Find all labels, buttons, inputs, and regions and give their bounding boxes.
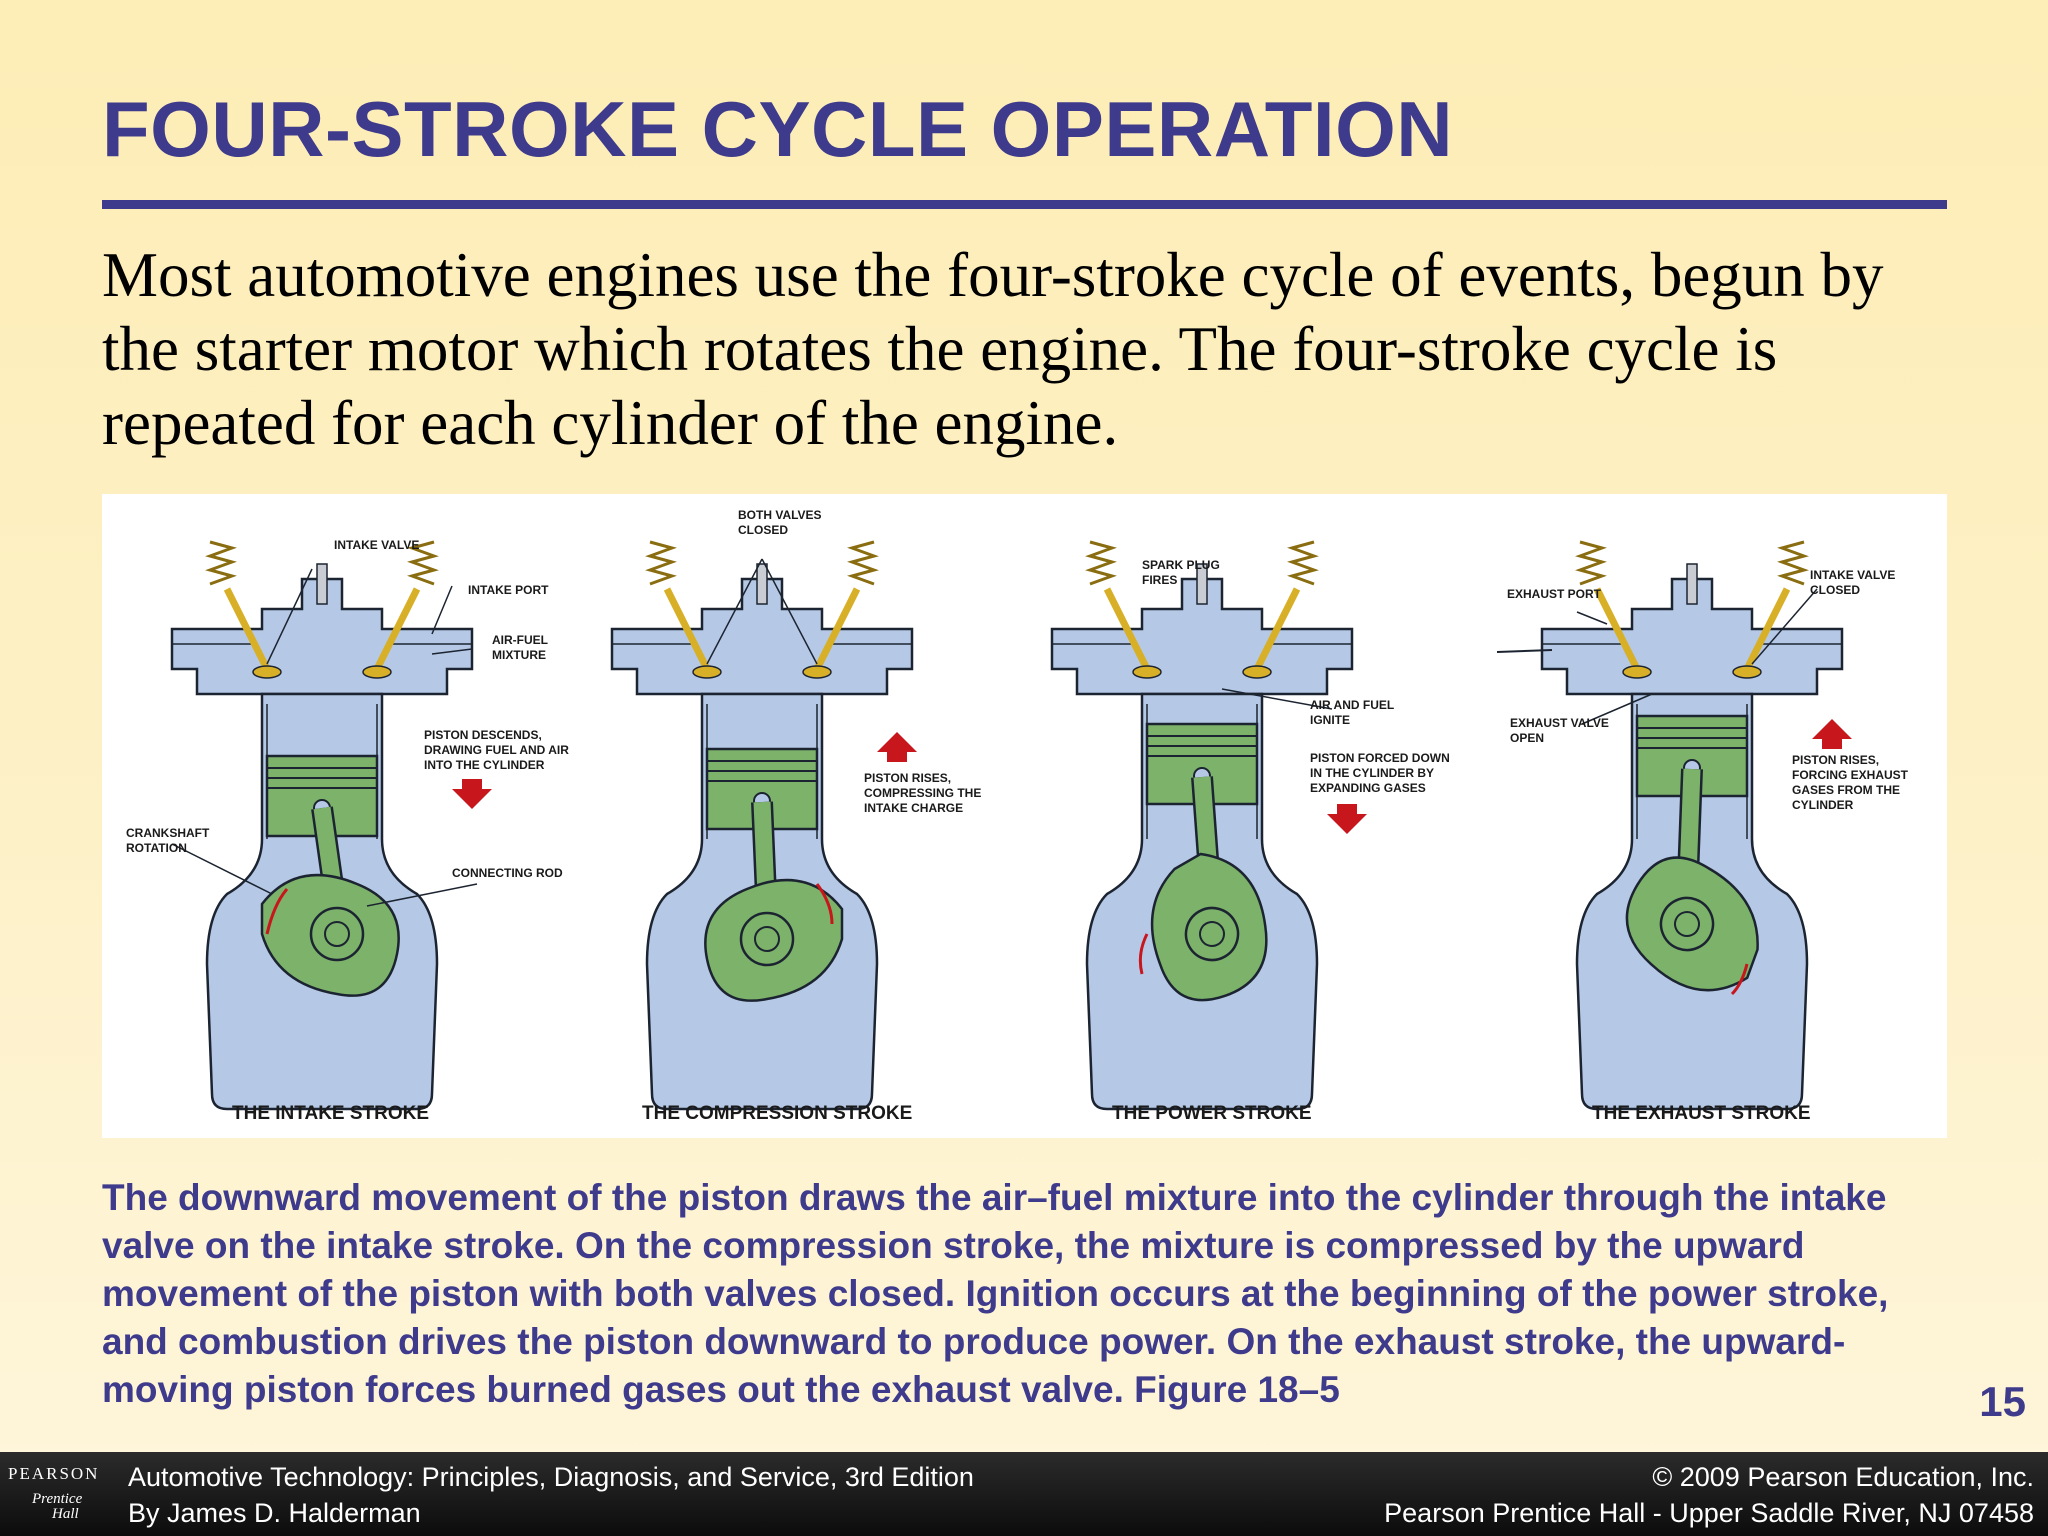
logo-pearson: PEARSON (8, 1464, 100, 1483)
publisher-address: Pearson Prentice Hall - Upper Saddle Riv… (1384, 1498, 2034, 1528)
stroke-name-compression: THE COMPRESSION STROKE (642, 1103, 912, 1124)
power-engine (1052, 542, 1367, 1109)
stroke-name-power: THE POWER STROKE (1112, 1103, 1312, 1124)
stroke-name-exhaust: THE EXHAUST STROKE (1592, 1103, 1811, 1124)
engine-diagram: INTAKE VALVE INTAKE PORT AIR-FUELMIXTURE… (126, 508, 1909, 1124)
label-intake-valve: INTAKE VALVE (334, 538, 419, 552)
page-number: 15 (1979, 1378, 2026, 1425)
figure-caption: The downward movement of the piston draw… (102, 1177, 1889, 1410)
copyright: © 2009 Pearson Education, Inc. (1652, 1462, 2034, 1492)
label-intake-port: INTAKE PORT (468, 583, 549, 597)
book-author: By James D. Halderman (128, 1498, 421, 1528)
exhaust-engine (1496, 542, 1852, 1109)
intro-paragraph: Most automotive engines use the four-str… (102, 240, 1884, 458)
label-connecting-rod: CONNECTING ROD (452, 866, 563, 880)
compression-engine (612, 542, 917, 1109)
title-divider (102, 200, 1947, 209)
intake-engine (150, 542, 492, 1109)
slide-title: FOUR-STROKE CYCLE OPERATION (102, 85, 1454, 173)
book-title: Automotive Technology: Principles, Diagn… (128, 1462, 974, 1492)
label-exhaust-port: EXHAUST PORT (1507, 587, 1602, 601)
stroke-name-intake: THE INTAKE STROKE (232, 1103, 429, 1124)
